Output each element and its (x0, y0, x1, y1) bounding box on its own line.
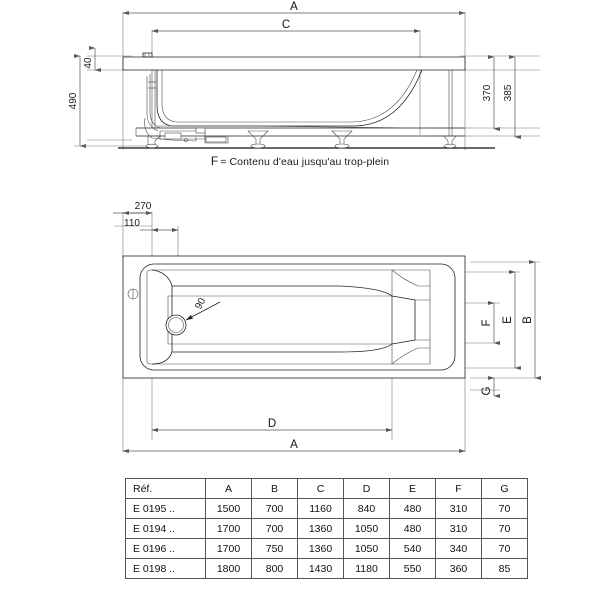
table-cell-ref: E 0198 .. (125, 558, 206, 579)
plan-inner-rim (139, 263, 456, 371)
elevation-label-370: 370 (482, 84, 493, 101)
plan-overflow-fitting (127, 288, 139, 300)
table-cell-ref: E 0195 .. (125, 498, 206, 519)
elevation-tub-inner-profile (156, 69, 423, 127)
table-header-a: A (205, 478, 252, 499)
elevation-label-a: A (290, 1, 298, 13)
table-cell-a: 1500 (205, 498, 252, 519)
table-cell-e: 480 (389, 518, 436, 539)
plan-label-d: D (268, 418, 276, 430)
table-header-e: E (389, 478, 436, 499)
table-header-ref: Réf. (125, 478, 206, 499)
elevation-rim-slab (122, 56, 466, 71)
table-cell-g: 70 (481, 498, 528, 519)
elevation-leg (443, 135, 457, 149)
elevation-label-385: 385 (503, 84, 514, 101)
table-cell-b: 700 (251, 518, 298, 539)
plan-label-a: A (290, 439, 298, 451)
table-cell-a: 1700 (205, 538, 252, 559)
elevation-tap-fitting (142, 52, 153, 58)
plan-drain-leader-line (185, 301, 221, 321)
caption-letter: F (210, 154, 219, 168)
table-cell-e: 550 (389, 558, 436, 579)
table-cell-b: 800 (251, 558, 298, 579)
plan-backrest-curve-bottom (391, 347, 430, 365)
table-cell-c: 1160 (297, 498, 344, 519)
table-row: E 0194 .. 1700 700 1360 1050 480 310 70 (125, 518, 528, 539)
plan-bowl-outline (172, 285, 416, 353)
table-cell-f: 310 (435, 498, 482, 519)
elevation-leg (247, 130, 269, 149)
table-cell-f: 310 (435, 518, 482, 539)
table-row: E 0198 .. 1800 800 1430 1180 550 360 85 (125, 558, 528, 579)
table-cell-e: 480 (389, 498, 436, 519)
table-cell-b: 700 (251, 498, 298, 519)
water-content-caption: F= Contenu d'eau jusqu'au trop-plein (0, 154, 600, 168)
table-cell-d: 1050 (343, 538, 390, 559)
table-cell-f: 340 (435, 538, 482, 559)
table-cell-f: 360 (435, 558, 482, 579)
table-header-g: G (481, 478, 528, 499)
elevation-label-490: 490 (68, 92, 79, 109)
table-cell-a: 1700 (205, 518, 252, 539)
caption-text: = Contenu d'eau jusqu'au trop-plein (220, 156, 390, 168)
table-cell-d: 1180 (343, 558, 390, 579)
table-cell-g: 85 (481, 558, 528, 579)
elevation-label-40: 40 (83, 57, 94, 69)
plan-backrest-curve-top (391, 269, 430, 287)
table-header-f: F (435, 478, 482, 499)
elevation-view: A C 40 490 370 385 (68, 1, 540, 150)
table-cell-g: 70 (481, 538, 528, 559)
plan-label-90: 90 (193, 296, 208, 311)
table-cell-a: 1800 (205, 558, 252, 579)
elevation-waste-overflow-assembly (144, 74, 421, 144)
table-header-d: D (343, 478, 390, 499)
plan-label-e: E (502, 316, 514, 324)
plan-label-b: B (522, 316, 534, 324)
table-cell-b: 750 (251, 538, 298, 559)
table-header-c: C (297, 478, 344, 499)
table-cell-c: 1360 (297, 518, 344, 539)
table-cell-ref: E 0194 .. (125, 518, 206, 539)
plan-label-g: G (481, 386, 493, 395)
elevation-tub-inner-shell (161, 69, 418, 123)
elevation-support-posts (151, 70, 453, 136)
table-cell-e: 540 (389, 538, 436, 559)
table-cell-g: 70 (481, 518, 528, 539)
table-row: E 0195 .. 1500 700 1160 840 480 310 70 (125, 498, 528, 519)
dimensions-table: Réf. A B C D E F G E 0195 .. 1500 700 11… (125, 478, 528, 579)
table-cell-c: 1430 (297, 558, 344, 579)
plan-label-f: F (481, 319, 493, 326)
elevation-label-c: C (282, 19, 290, 31)
plan-inner-rim-offset (146, 269, 431, 365)
table-header-row: Réf. A B C D E F G (125, 478, 528, 499)
plan-drain-outlet (165, 314, 187, 336)
plan-view: 90 270 110 D A B E F G (113, 201, 541, 454)
table-cell-ref: E 0196 .. (125, 538, 206, 559)
elevation-leg (145, 135, 161, 149)
table-cell-c: 1360 (297, 538, 344, 559)
table-cell-d: 840 (343, 498, 390, 519)
plan-label-110: 110 (124, 218, 140, 229)
plan-label-270: 270 (135, 201, 152, 212)
table-header-b: B (251, 478, 298, 499)
table-cell-d: 1050 (343, 518, 390, 539)
elevation-leg (331, 130, 353, 149)
table-row: E 0196 .. 1700 750 1360 1050 540 340 70 (125, 538, 528, 559)
